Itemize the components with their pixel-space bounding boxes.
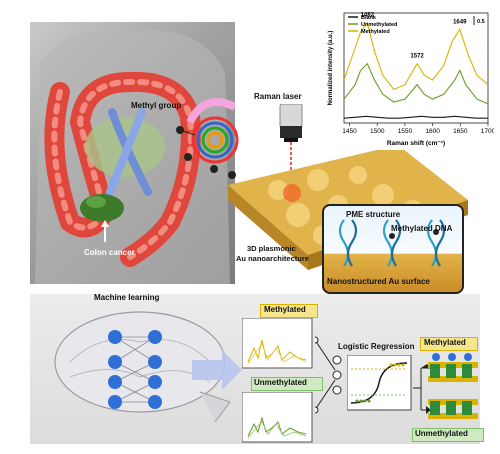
methylated-dna-output-icon <box>428 353 478 382</box>
colon-cancer-label: Colon cancer <box>84 248 135 257</box>
peak-label-1482: 1482 <box>361 13 375 19</box>
unmethylated-tag-label: Unmethylated <box>254 378 307 387</box>
dna-helix-icon <box>176 116 239 179</box>
series-line-methylated <box>343 21 489 91</box>
x-tick-label: 1500 <box>370 128 385 135</box>
series-line-blank <box>343 115 488 119</box>
substrate-label-1: 3D plasmonic <box>247 244 296 253</box>
unmethylated-output-label: Unmethylated <box>415 429 468 438</box>
scale-bar-label: 0.5 <box>477 19 485 25</box>
legend-label-blank: Blank <box>361 15 377 21</box>
pme-structure-label: PME structure <box>346 210 401 219</box>
x-tick-label: 1650 <box>453 128 468 135</box>
chart-background <box>322 5 494 150</box>
methylated-output-tag <box>420 337 478 351</box>
x-tick-label: 1450 <box>342 128 357 135</box>
unmethylated-dna-output-icon <box>428 399 478 419</box>
x-axis-label: Raman shift (cm⁻¹) <box>387 140 445 147</box>
methylated-output-label: Methylated <box>424 338 466 347</box>
peak-label-1649: 1649 <box>453 19 467 25</box>
branch-arrows-icon <box>413 364 431 414</box>
x-tick-label: 1700 <box>481 128 494 135</box>
legend-label-methylated: Methylated <box>361 29 390 35</box>
series-line-unmethylated <box>343 62 489 105</box>
dna-strands-icon <box>338 219 446 267</box>
y-axis-label: Normalized intensity (a.u.) <box>328 31 334 106</box>
raman-laser-icon <box>279 104 303 190</box>
au-surface-label: Nanostructured Au surface <box>327 277 430 286</box>
unmethylated-output-tag <box>412 428 484 442</box>
big-arrow-icon <box>192 350 242 390</box>
substrate-label-2: Au nanoarchitecture <box>236 254 309 263</box>
sigmoid-plot-icon <box>347 355 412 411</box>
colon-illustration <box>35 30 237 284</box>
ml-title: Machine learning <box>94 293 160 302</box>
x-tick-label: 1600 <box>425 128 440 135</box>
unmethylated-spectra-thumb <box>242 392 313 443</box>
anatomy-panel <box>30 22 237 284</box>
peak-label-1572: 1572 <box>410 54 424 60</box>
methyl-group-label: Methyl group <box>131 101 182 110</box>
legend-label-unmethylated: Unmethylated <box>361 22 397 28</box>
unmethylated-tag <box>251 377 323 391</box>
logistic-regression-label: Logistic Regression <box>338 342 415 351</box>
methylated-dna-label: Methylated DNA <box>391 224 453 233</box>
methylated-spectra-thumb <box>242 318 313 369</box>
pme-inset <box>322 204 464 294</box>
raman-laser-label: Raman laser <box>254 92 302 101</box>
x-tick-label: 1550 <box>398 128 413 135</box>
plot-frame <box>343 12 489 124</box>
methylated-tag-label: Methylated <box>264 305 306 314</box>
